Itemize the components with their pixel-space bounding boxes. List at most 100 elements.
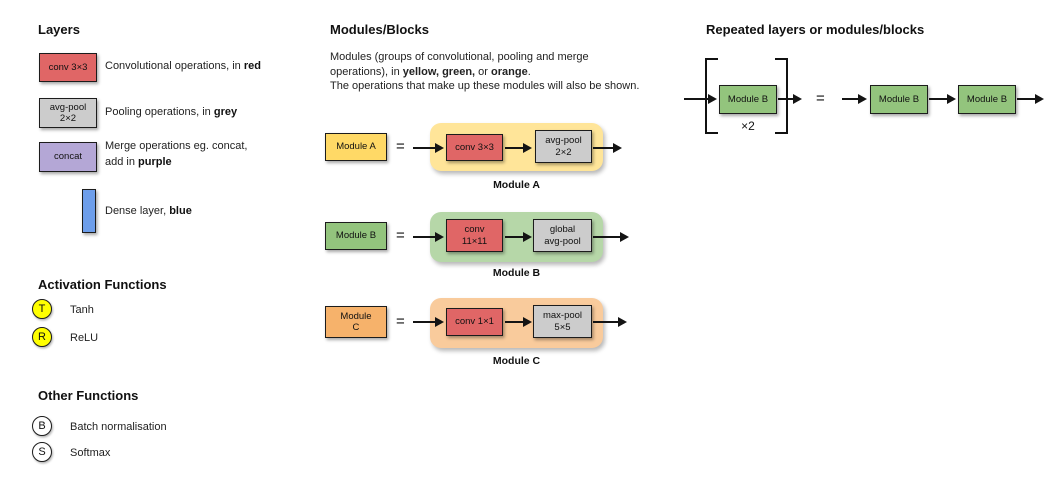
layers-heading: Layers — [38, 22, 80, 37]
module-b-pool-line2: avg-pool — [544, 235, 581, 247]
module-a-caption: Module A — [493, 179, 540, 191]
module-b-arrow-in — [413, 231, 444, 242]
chain-arrow-1 — [842, 93, 867, 104]
chain-module-label-1: Module B — [878, 93, 920, 105]
modules-desc-p3: . — [527, 65, 531, 78]
module-c-equals: = — [396, 313, 405, 330]
module-c-arrow-out — [593, 316, 627, 327]
module-b-equals: = — [396, 227, 405, 244]
module-b-conv-line2: 11×11 — [461, 235, 488, 247]
merge-desc-line2: add in — [105, 155, 139, 168]
batchnorm-label: Batch normalisation — [70, 421, 167, 433]
modules-heading: Modules/Blocks — [330, 22, 429, 37]
other-functions-heading: Other Functions — [38, 388, 139, 403]
modules-desc-p2: or — [475, 65, 492, 78]
module-c-pool-line1: max-pool — [542, 310, 583, 322]
softmax-symbol: S — [38, 446, 46, 458]
modules-desc-line2: The operations that make up these module… — [330, 80, 640, 92]
module-a-conv-box: conv 3×3 — [446, 134, 503, 161]
module-b-caption: Module B — [492, 267, 541, 279]
repeat-arrow-in — [684, 93, 717, 104]
softmax-label: Softmax — [70, 447, 111, 459]
repeat-bracket-right — [775, 58, 788, 134]
module-a-chip: Module A — [325, 133, 387, 161]
batchnorm-circle-icon: B — [32, 416, 52, 436]
dense-desc-text: Dense layer, — [105, 205, 170, 217]
modules-desc-bold2: orange — [491, 65, 528, 78]
module-b-arrow-mid — [505, 231, 532, 242]
merge-desc-line1: Merge operations eg. concat, — [105, 140, 248, 152]
module-b-chip: Module B — [325, 222, 387, 250]
chain-module-label-2: Module B — [966, 93, 1008, 105]
module-a-pool-line2: 2×2 — [555, 146, 572, 158]
dense-layer-bar — [82, 189, 96, 233]
module-b-chip-label: Module B — [335, 230, 377, 242]
tanh-circle-icon: T — [32, 299, 52, 319]
repeat-multiplier: ×2 — [741, 119, 755, 133]
merge-layer-desc: Merge operations eg. concat, add in purpl… — [105, 139, 247, 170]
relu-symbol: R — [38, 331, 46, 343]
dense-desc-bold: blue — [169, 205, 192, 217]
chain-module-box-1: Module B — [870, 85, 928, 114]
conv-layer-label: conv 3×3 — [48, 61, 88, 73]
module-c-caption: Module C — [492, 355, 541, 367]
relu-label: ReLU — [70, 332, 99, 344]
module-c-conv-box: conv 1×1 — [446, 308, 503, 336]
module-a-arrow-mid — [505, 142, 532, 153]
modules-desc-p1: Modules (groups of convolutional, poolin… — [330, 51, 589, 78]
conv-desc-text: Convolutional operations, in — [105, 60, 244, 72]
module-b-pool-line1: global — [549, 224, 576, 236]
relu-circle-icon: R — [32, 327, 52, 347]
repeated-heading: Repeated layers or modules/blocks — [706, 22, 925, 37]
module-c-arrow-in — [413, 316, 444, 327]
pool-desc-text: Pooling operations, in — [105, 106, 214, 118]
chain-arrow-out — [1017, 93, 1044, 104]
chain-arrow-2 — [929, 93, 956, 104]
repeat-module-label: Module B — [727, 93, 769, 105]
pool-label-line1: avg-pool — [49, 101, 87, 113]
repeat-bracket-left — [705, 58, 718, 134]
repeat-module-box: Module B — [719, 85, 777, 114]
tanh-label: Tanh — [70, 304, 94, 316]
repeat-arrow-out — [778, 93, 802, 104]
module-c-chip-line1: Module — [340, 310, 372, 322]
module-c-conv-label: conv 1×1 — [455, 316, 494, 328]
module-a-arrow-out — [593, 142, 622, 153]
softmax-circle-icon: S — [32, 442, 52, 462]
modules-description: Modules (groups of convolutional, poolin… — [330, 50, 642, 94]
module-c-pool-line2: 5×5 — [554, 321, 571, 333]
module-c-chip-line2: C — [352, 322, 360, 333]
repeat-equals: = — [816, 90, 825, 107]
activation-functions-heading: Activation Functions — [38, 277, 167, 292]
pool-desc-bold: grey — [213, 106, 238, 118]
conv-layer-box: conv 3×3 — [39, 53, 97, 82]
module-b-arrow-out — [593, 231, 629, 242]
module-a-pool-line1: avg-pool — [545, 135, 582, 147]
modules-desc-bold1: yellow, green, — [402, 65, 476, 78]
chain-module-box-2: Module B — [958, 85, 1016, 114]
batchnorm-symbol: B — [38, 420, 46, 432]
merge-layer-box: concat — [39, 142, 97, 172]
module-b-conv-line1: conv — [464, 224, 485, 236]
merge-layer-label: concat — [54, 151, 82, 163]
module-a-equals: = — [396, 138, 405, 155]
module-a-chip-label: Module A — [336, 141, 376, 153]
module-a-arrow-in — [413, 142, 444, 153]
conv-desc-bold: red — [243, 60, 261, 72]
pool-layer-desc: Pooling operations, in grey — [105, 106, 237, 118]
pool-label-line2: 2×2 — [59, 113, 77, 124]
merge-desc-bold: purple — [138, 155, 172, 168]
module-c-arrow-mid — [505, 316, 532, 327]
dense-layer-desc: Dense layer, blue — [105, 205, 192, 217]
